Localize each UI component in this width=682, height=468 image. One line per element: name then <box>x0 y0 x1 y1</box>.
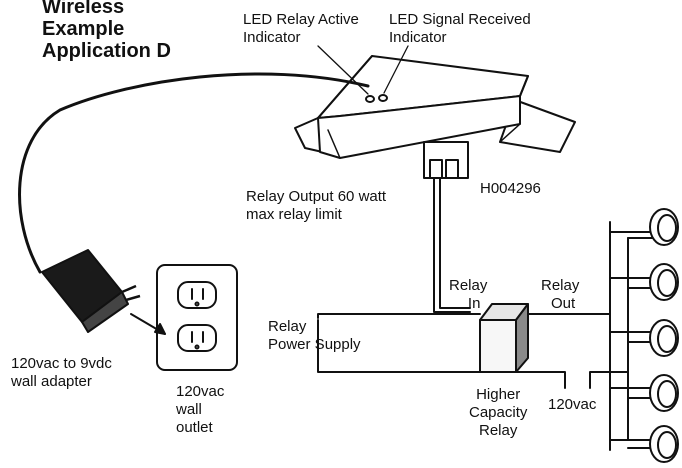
outlet-label-line-1: 120vac <box>176 383 225 400</box>
relay-power-supply-label-line-1: Relay <box>268 318 307 335</box>
outlet-label-line-3: outlet <box>176 419 213 436</box>
higher-capacity-relay-label: Higher Capacity Relay <box>469 386 527 440</box>
relay-terminal-block <box>423 141 469 179</box>
adapter-label-line-2: wall adapter <box>11 373 92 390</box>
higher-capacity-relay-label-line-1: Higher <box>476 386 521 403</box>
led-signal-label-line-2: Indicator <box>389 29 447 46</box>
relay-out-label-line-2: Out <box>551 295 576 312</box>
diagram-title: Wireless Example Application D <box>42 0 171 62</box>
relay-in-label: Relay In <box>449 277 487 313</box>
vac-label: 120vac <box>548 396 597 413</box>
light-3 <box>609 319 679 357</box>
relay-in-label-line-1: Relay <box>449 277 488 294</box>
title-line-3: Application D <box>42 40 171 62</box>
relay-output-label: Relay Output 60 watt max relay limit <box>246 188 386 224</box>
adapter-label-line-1: 120vac to 9vdc <box>11 355 112 372</box>
light-1 <box>609 208 679 246</box>
led-active-label: LED Relay Active Indicator <box>243 11 359 47</box>
relay-output-label-line-1: Relay Output 60 watt <box>246 188 387 205</box>
part-number-label: H004296 <box>480 180 541 197</box>
higher-capacity-relay-label-line-2: Capacity <box>469 404 528 421</box>
receiver-box <box>294 55 576 159</box>
wall-outlet <box>156 264 238 371</box>
ps-wire-top <box>317 313 481 319</box>
led-signal-received <box>378 94 388 102</box>
light-2 <box>609 263 679 301</box>
light-fixtures <box>609 208 679 463</box>
vac-feed-2 <box>589 371 629 389</box>
led-signal-label: LED Signal Received Indicator <box>389 11 531 47</box>
leader-led-signal <box>383 45 409 94</box>
ps-wire-bottom <box>317 319 481 373</box>
higher-capacity-relay-label-line-3: Relay <box>479 422 518 439</box>
adapter-cable <box>18 72 370 274</box>
led-active-label-line-1: LED Relay Active <box>243 11 359 28</box>
relay-power-supply-label: Relay Power Supply <box>268 318 361 354</box>
leader-led-active <box>317 45 369 95</box>
relay-output-label-line-2: max relay limit <box>246 206 342 223</box>
wire-relay-in-a <box>433 177 471 313</box>
light-5 <box>609 425 679 463</box>
led-active-label-line-2: Indicator <box>243 29 301 46</box>
relay-out-label-line-1: Relay <box>541 277 580 294</box>
wire-relay-in-b <box>439 177 471 309</box>
higher-capacity-relay <box>479 303 529 373</box>
title-line-2: Example <box>42 18 125 40</box>
light-4 <box>609 374 679 412</box>
led-signal-label-line-1: LED Signal Received <box>389 11 531 28</box>
adapter-label: 120vac to 9vdc wall adapter <box>11 355 112 391</box>
outlet-label: 120vac wall outlet <box>176 383 224 437</box>
led-relay-active <box>365 95 375 103</box>
outlet-label-line-2: wall <box>176 401 202 418</box>
wall-adapter <box>41 249 141 333</box>
relay-in-label-line-2: In <box>467 295 481 312</box>
relay-power-supply-label-line-2: Power Supply <box>268 336 361 353</box>
relay-out-label: Relay Out <box>541 277 579 313</box>
title-line-1: Wireless <box>42 0 125 18</box>
